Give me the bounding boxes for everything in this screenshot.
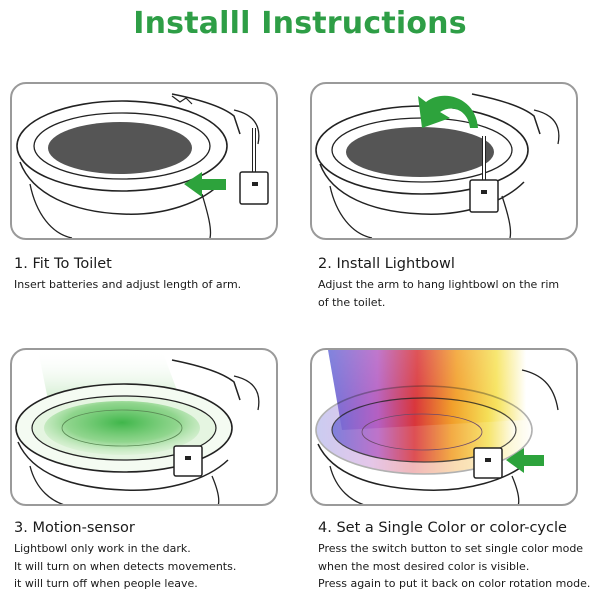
step1-description: Insert batteries and adjust length of ar… [14,276,241,294]
step4-illustration [310,348,578,506]
step3-description: Lightbowl only work in the dark. It will… [14,540,236,593]
light-sensor-unit [469,136,499,213]
step2-illustration [310,82,578,240]
step2-description: Adjust the arm to hang lightbowl on the … [318,276,559,311]
insert-arrow [184,172,226,197]
step4-line2: when the most desired color is visible. [318,559,530,573]
light-sensor-unit [239,128,269,205]
step4-description: Press the switch button to set single co… [318,540,590,593]
step3-illustration [10,348,278,506]
step2-heading: 2. Install Lightbowl [318,256,455,272]
step3-heading: 3. Motion-sensor [14,520,135,536]
switch-button-arrow [506,448,544,473]
step1-line1: Insert batteries and adjust length of ar… [14,278,242,291]
light-sensor-unit [473,447,503,479]
step4-line3: Press again to put it back on color rota… [318,577,591,590]
step1-illustration [10,82,278,240]
step3-line2: It will turn on when detects movements. [14,559,237,573]
step1-heading: 1. Fit To Toilet [14,256,112,272]
step2-line2: of the toilet. [318,295,386,309]
step4-heading: 4. Set a Single Color or color-cycle [318,520,567,536]
step3-line3: it will turn off when people leave. [14,577,198,590]
hang-arrow [418,95,478,128]
step2-line1: Adjust the arm to hang lightbowl on the … [318,278,560,291]
step3-line1: Lightbowl only work in the dark. [14,542,191,555]
step4-line1: Press the switch button to set single co… [318,542,584,555]
light-sensor-unit [173,445,203,477]
page-title: Installl Instructions [133,6,467,41]
